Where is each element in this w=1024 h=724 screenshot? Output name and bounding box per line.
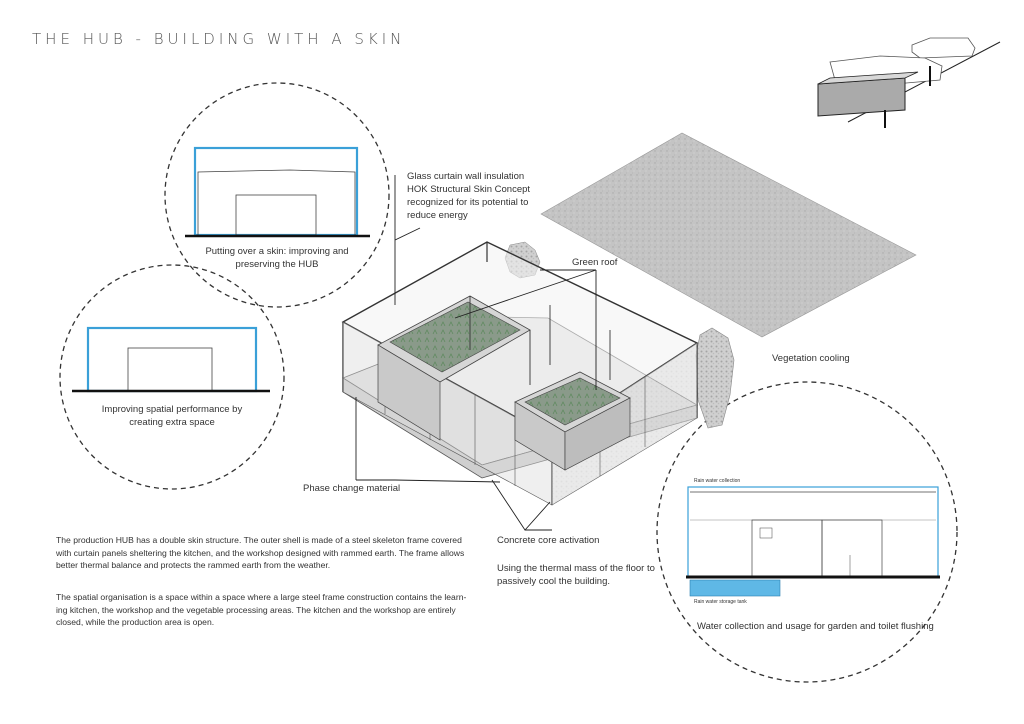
thermal-mass-label: Using the thermal mass of the floor to p… <box>497 563 655 587</box>
isometric-building-model <box>341 241 699 506</box>
water-detail-circle <box>656 381 958 683</box>
paragraph-structure: The production HUB has a double skin str… <box>56 535 465 570</box>
concrete-core-label: Concrete core activation <box>497 535 600 546</box>
rain-tank-label: Rain water storage tank <box>694 599 747 605</box>
spatial-caption: Improving spatial performance by creatin… <box>101 404 243 428</box>
water-caption: Water collection and usage for garden an… <box>697 621 934 632</box>
green-roof-label: Green roof <box>572 257 618 268</box>
leader-lines <box>355 175 597 531</box>
paragraph-spatial: The spatial organisation is a space with… <box>56 592 467 627</box>
page-title: THE HUB - BUILDING WITH A SKIN <box>32 30 406 48</box>
glass-curtain-label: Glass curtain wall insulation HOK Struct… <box>407 171 531 221</box>
vegetation-cooling-label: Vegetation cooling <box>772 353 850 364</box>
spatial-detail-circle <box>59 264 285 490</box>
rain-collection-label: Rain water collection <box>694 478 741 484</box>
phase-change-label: Phase change material <box>303 483 401 494</box>
roof-plane <box>540 132 917 338</box>
skin-caption: Putting over a skin: improving and prese… <box>205 246 349 270</box>
skin-detail-circle <box>164 82 390 308</box>
site-context-sketch <box>817 37 1001 128</box>
